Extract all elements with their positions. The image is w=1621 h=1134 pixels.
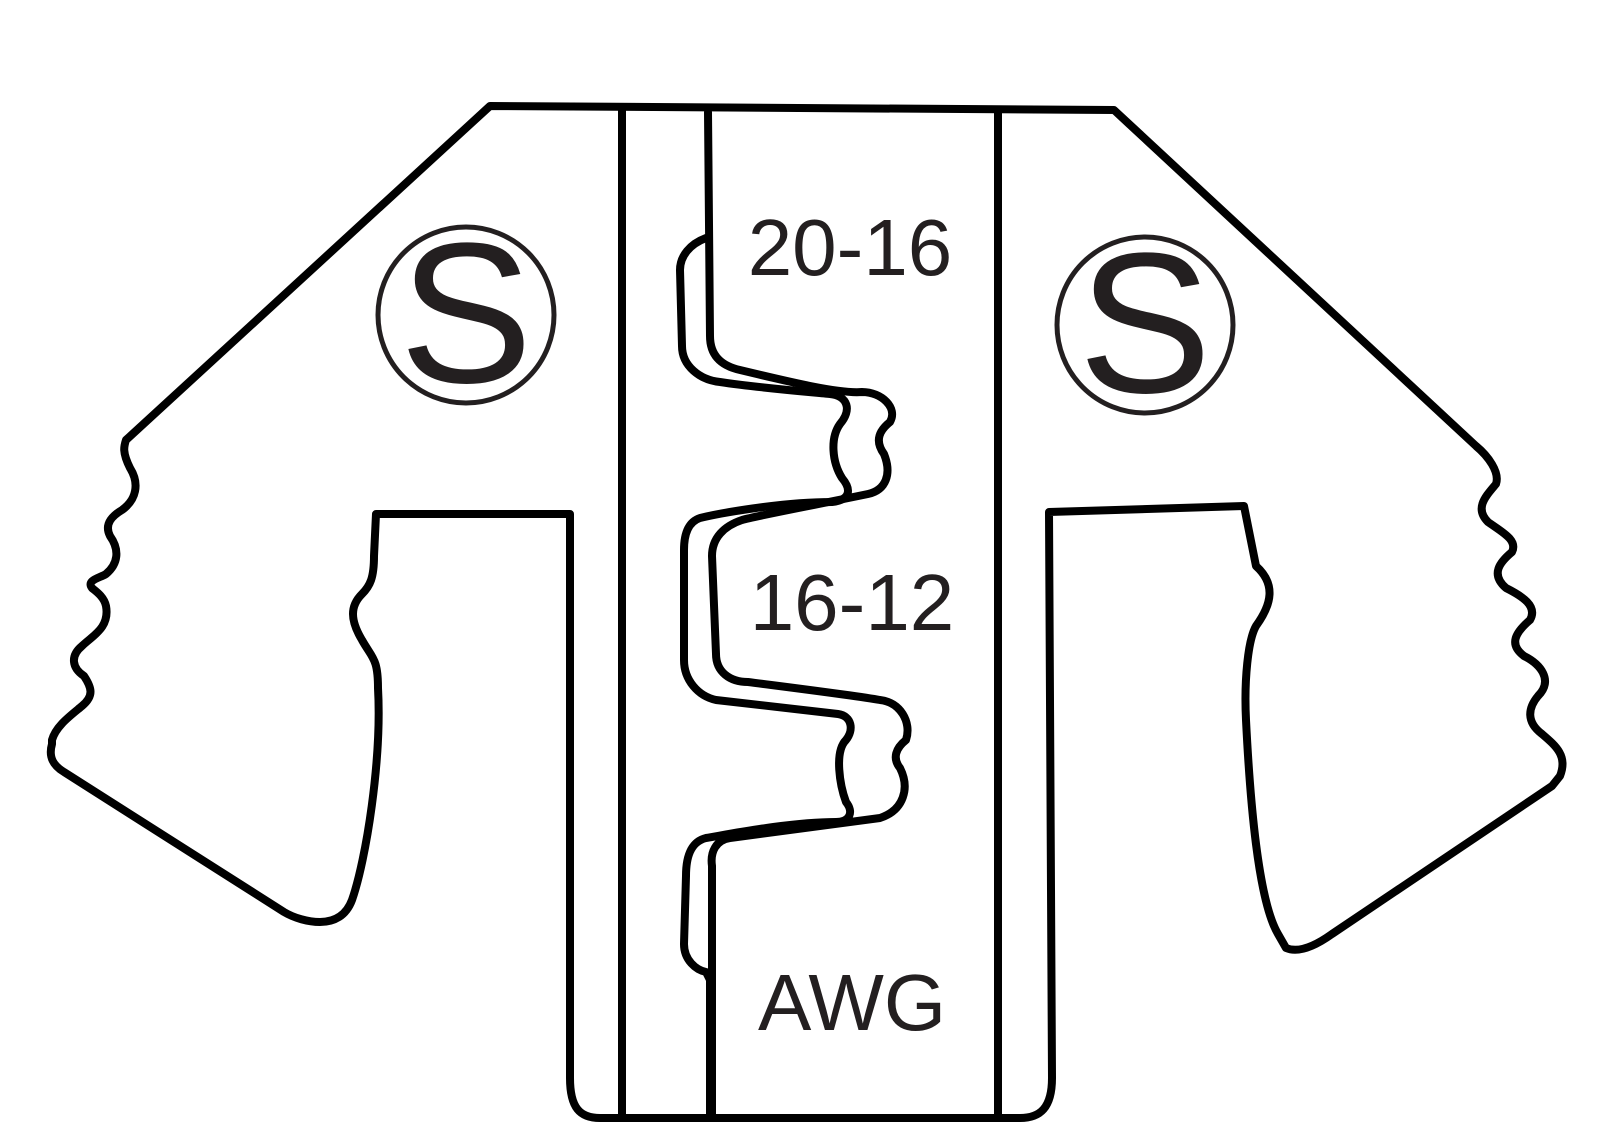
gauge-label-middle: 16-12 bbox=[750, 558, 955, 647]
crimp-profile-inner bbox=[704, 108, 912, 1122]
left-circle-mark bbox=[375, 224, 557, 406]
right-mark-letter: S bbox=[1078, 212, 1211, 435]
crimp-profile-outer bbox=[676, 234, 855, 1122]
gauge-label-top: 20-16 bbox=[748, 203, 953, 292]
unit-label: AWG bbox=[758, 958, 946, 1047]
left-mark-letter: S bbox=[399, 202, 532, 425]
right-circle-mark bbox=[1054, 234, 1236, 416]
die-outer-outline bbox=[46, 102, 1567, 1122]
